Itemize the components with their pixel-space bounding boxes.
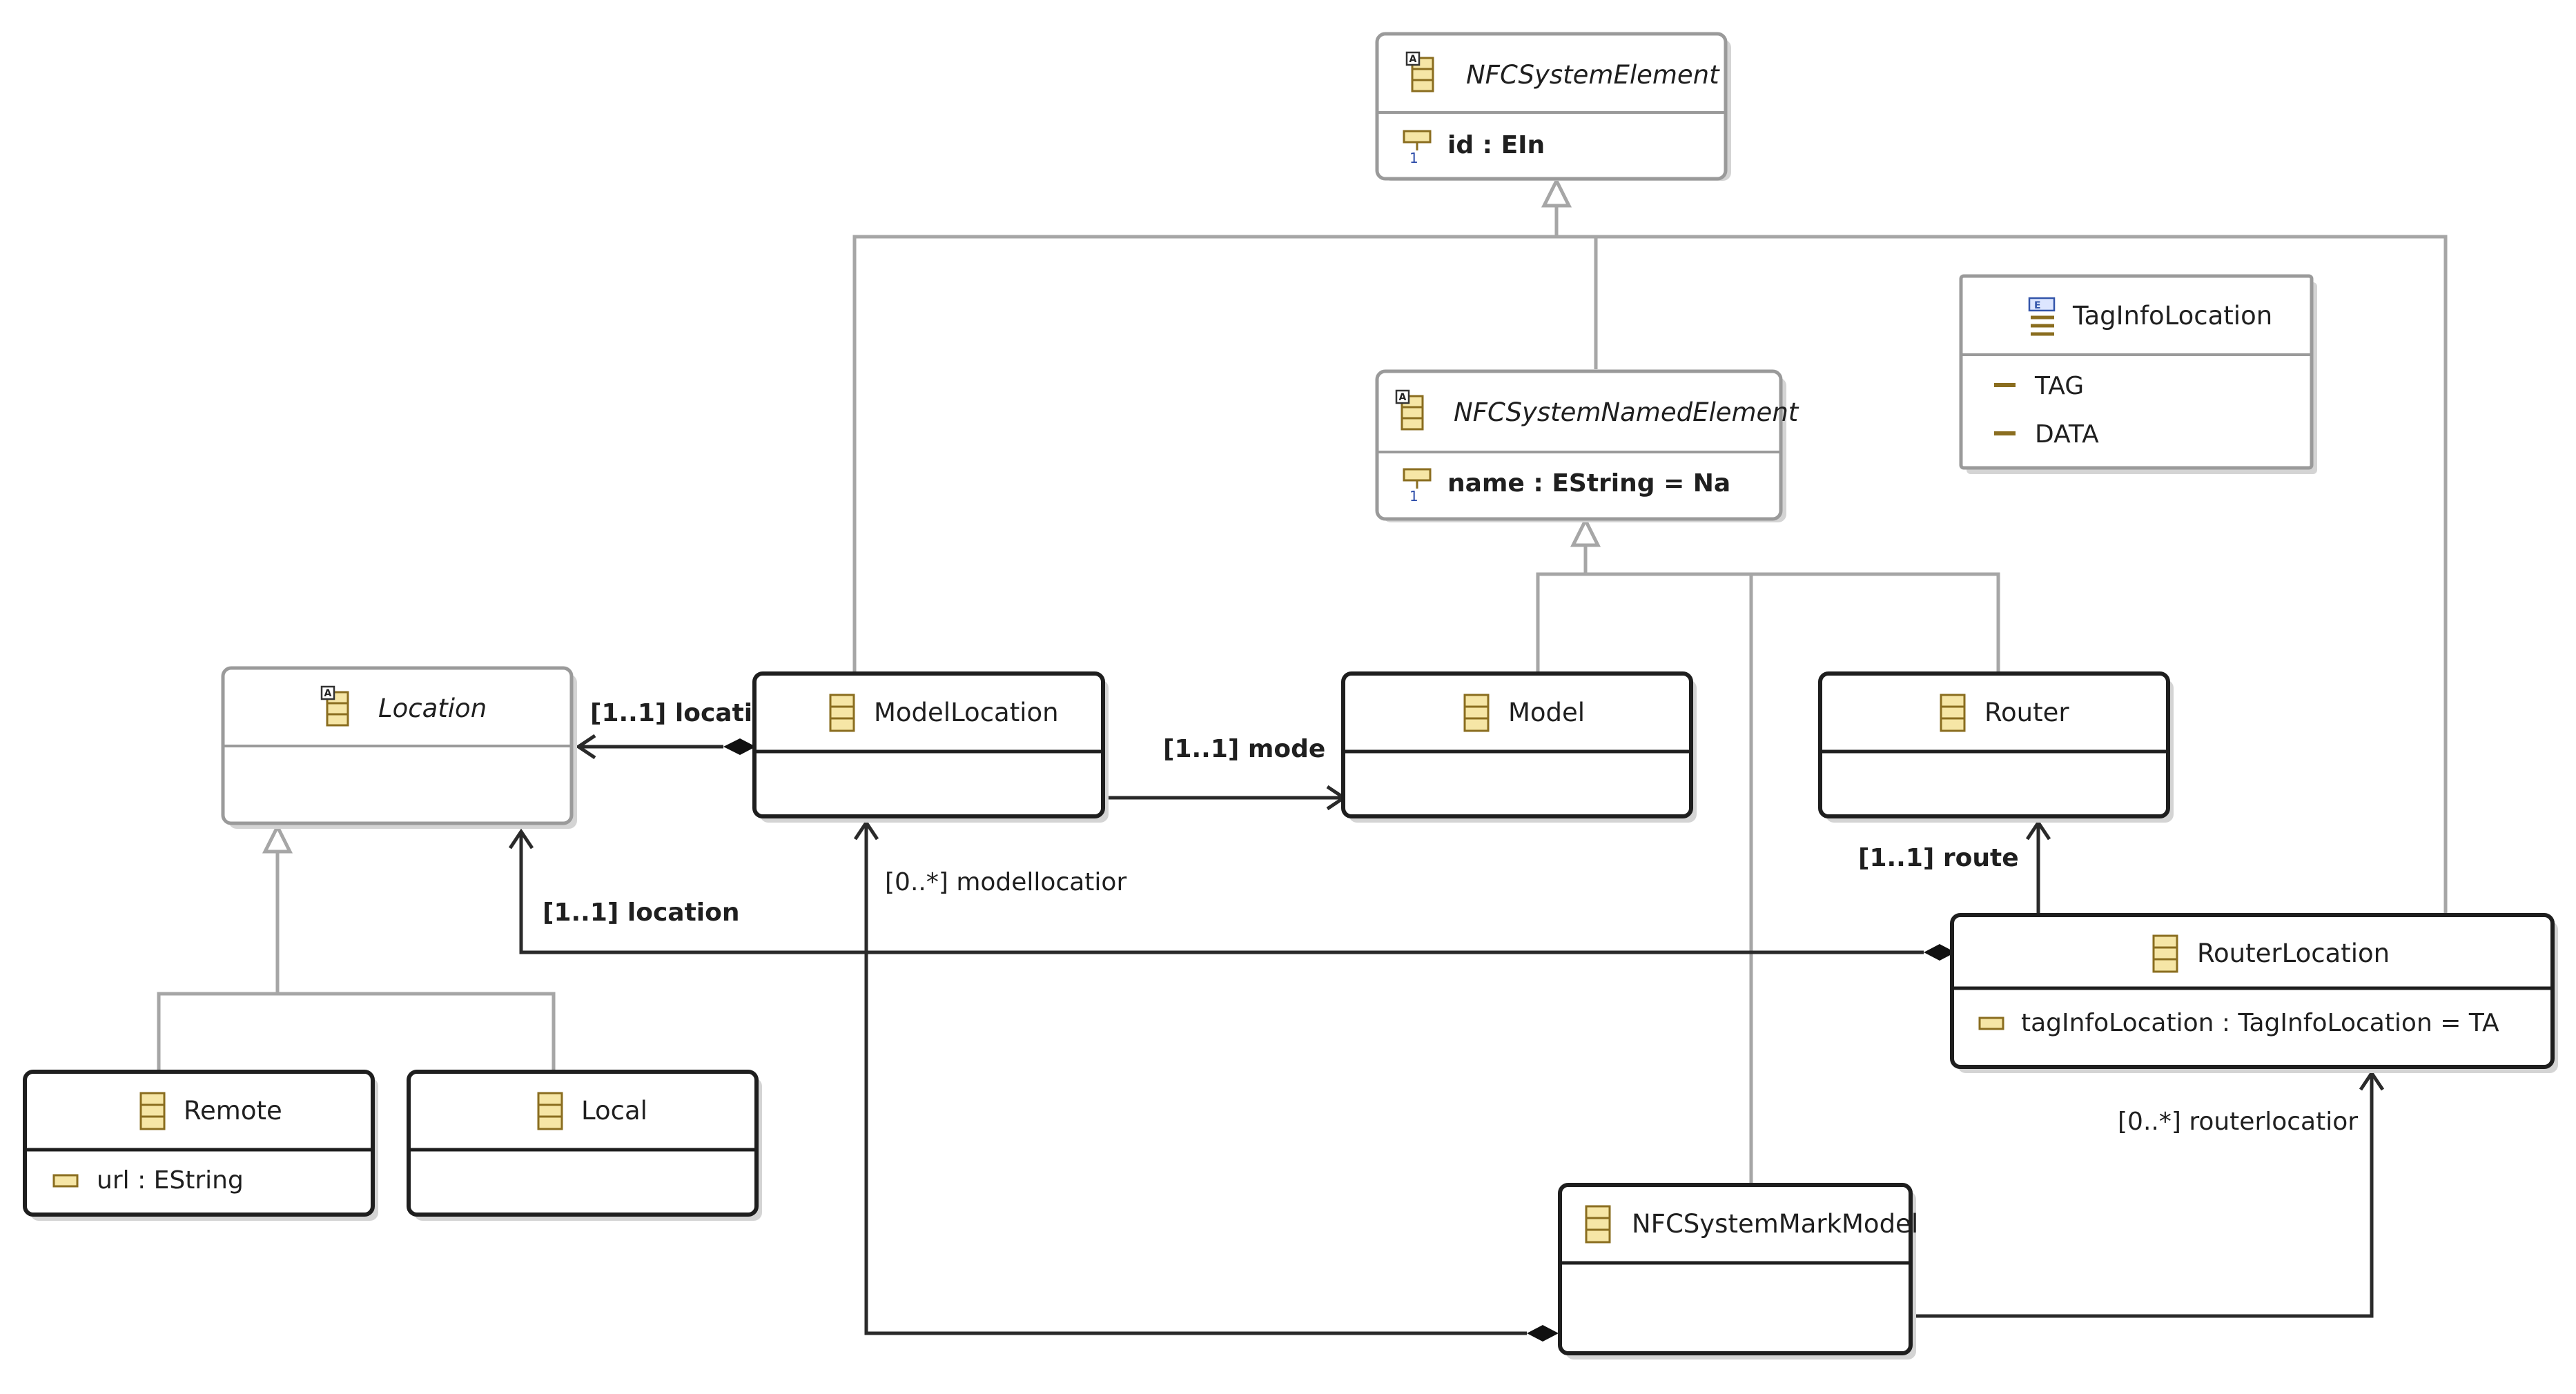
class-icon xyxy=(2152,934,2178,973)
class-name: Location xyxy=(378,694,487,723)
class-name: Router xyxy=(1984,698,2069,727)
class-name: NFCSystemElement xyxy=(1466,60,1720,90)
class-nfcsystemnamedelement[interactable]: A NFCSystemNamedElement 1 name : EString… xyxy=(1375,369,1799,522)
class-icon xyxy=(829,694,855,732)
class-name: ModelLocation xyxy=(874,698,1059,727)
label-modellocation-location: [1..1] locatio xyxy=(590,699,770,727)
class-nfcsystemmarkmodel[interactable]: NFCSystemMarkModel xyxy=(1558,1183,1918,1359)
svg-text:A: A xyxy=(1409,54,1417,65)
enum-name: TagInfoLocation xyxy=(2072,301,2272,331)
svg-text:A: A xyxy=(324,688,332,699)
class-name: RouterLocation xyxy=(2197,939,2390,968)
attribute-icon xyxy=(1978,1017,2004,1030)
composition-diamond-routerlocation xyxy=(1924,944,1955,961)
label-markmodel-modellocation: [0..*] modellocatior xyxy=(885,868,1126,896)
class-model[interactable]: Model xyxy=(1341,671,1697,823)
svg-text:E: E xyxy=(2034,300,2041,311)
abstract-class-icon: A xyxy=(320,685,349,727)
svg-text:A: A xyxy=(1399,392,1407,403)
class-name: NFCSystemMarkModel xyxy=(1632,1209,1918,1239)
label-modellocation-model: [1..1] mode xyxy=(1163,735,1325,763)
attribute-id: id : EIn xyxy=(1447,131,1545,159)
attribute-url: url : EString xyxy=(97,1166,244,1195)
class-icon xyxy=(1463,694,1490,732)
ref-edge-markmodel-modellocation xyxy=(864,823,1527,1335)
literal-data: DATA xyxy=(2035,420,2099,449)
open-arrow-location-bottom xyxy=(508,828,534,850)
open-arrow-location-top xyxy=(575,734,596,760)
literal-tag: TAG xyxy=(2034,372,2084,400)
gen-arrowhead-nfcsystemelement xyxy=(1541,177,1572,208)
class-routerlocation[interactable]: RouterLocation tagInfoLocation : TagInfo… xyxy=(1950,913,2558,1073)
enum-taginfolocation[interactable]: E TagInfoLocation TAG DATA xyxy=(1959,274,2317,474)
composition-diamond-modellocation xyxy=(723,738,756,755)
class-modellocation[interactable]: ModelLocation xyxy=(752,671,1109,823)
class-icon xyxy=(537,1092,563,1130)
class-local[interactable]: Local xyxy=(407,1070,762,1221)
association-labels: [1..1] locatio [1..1] mode [1..1] locati… xyxy=(543,699,2358,1136)
class-remote[interactable]: Remote url : EString xyxy=(23,1070,378,1221)
class-icon xyxy=(139,1092,166,1130)
name-attribute-icon xyxy=(1403,468,1432,489)
attribute-icon xyxy=(52,1174,79,1188)
class-nfcsystemelement[interactable]: A NFCSystemElement 1 id : EIn xyxy=(1375,32,1731,181)
composition-diamond-markmodel-left xyxy=(1527,1325,1559,1342)
attribute-name: name : EString = Na xyxy=(1447,469,1730,498)
id-attribute-icon xyxy=(1403,130,1432,150)
class-router[interactable]: Router xyxy=(1818,671,2174,823)
class-name: Remote xyxy=(184,1096,282,1126)
abstract-class-icon: A xyxy=(1395,389,1424,431)
gen-edge-routerlocation-to-nfcsystemelement xyxy=(1554,206,2448,915)
gen-edge-model-to-namedelement xyxy=(1536,572,2000,673)
ref-edge-markmodel-routerlocation xyxy=(1910,1073,2374,1318)
gen-edge-remote-local-to-location xyxy=(157,992,556,1071)
class-location[interactable]: A Location xyxy=(221,666,577,829)
multiplicity-marker: 1 xyxy=(1409,488,1418,504)
generalization-edges xyxy=(157,177,2448,1185)
class-name: Model xyxy=(1508,698,1585,727)
class-icon xyxy=(1585,1205,1611,1244)
class-name: NFCSystemNamedElement xyxy=(1454,397,1799,427)
gen-edge-modellocation-to-nfcsystemelement xyxy=(852,235,1557,673)
gen-arrowhead-namedelement xyxy=(1570,516,1601,547)
abstract-class-icon: A xyxy=(1405,51,1434,92)
class-icon xyxy=(1940,694,1966,732)
gen-arrowhead-location xyxy=(262,823,293,854)
multiplicity-marker: 1 xyxy=(1409,150,1418,166)
label-routerlocation-router: [1..1] route xyxy=(1858,844,2019,872)
label-routerlocation-location: [1..1] location xyxy=(543,899,740,927)
attribute-taginfolocation: tagInfoLocation : TagInfoLocation = TA xyxy=(2021,1009,2499,1037)
class-name: Local xyxy=(581,1096,647,1126)
enum-icon: E xyxy=(2028,297,2056,336)
ref-edge-routerlocation-location xyxy=(519,832,1924,954)
label-markmodel-routerlocation: [0..*] routerlocatior xyxy=(2118,1108,2358,1136)
